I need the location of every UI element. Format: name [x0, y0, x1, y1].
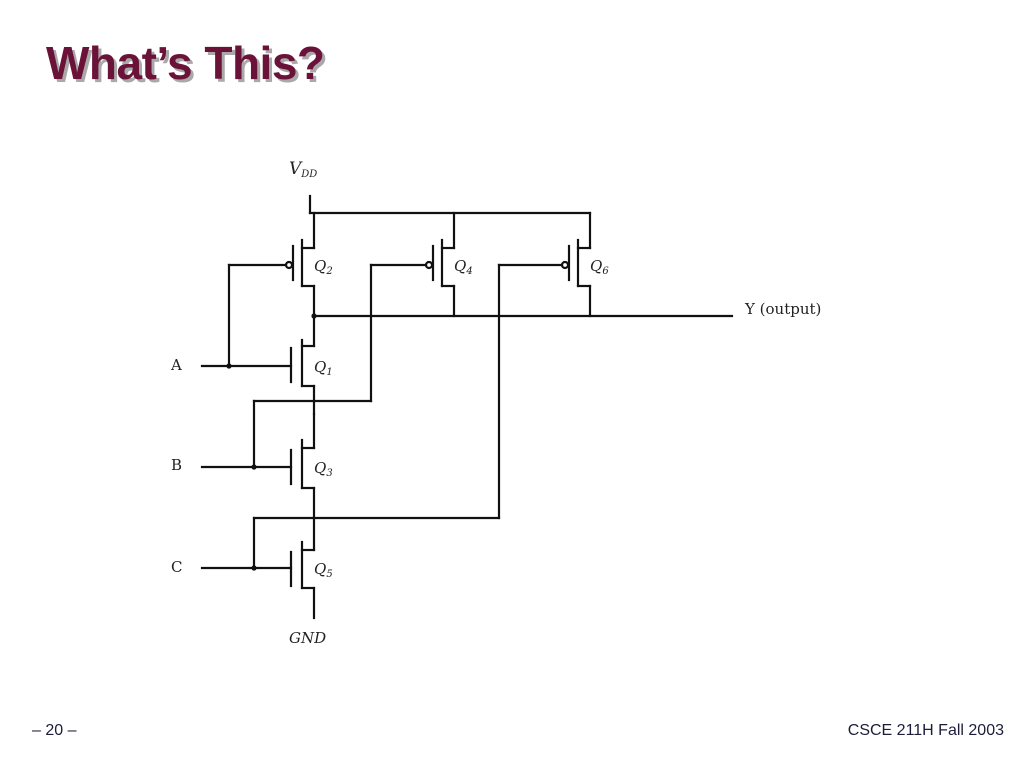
slide-title: What’s This?	[46, 37, 325, 89]
junction-dot	[251, 464, 257, 470]
output-label: Y (output)	[744, 300, 821, 318]
input-c-label: C	[171, 558, 182, 576]
transistor-q5	[200, 516, 316, 620]
q5-label: Q5	[314, 560, 333, 580]
q3-label: Q3	[314, 459, 333, 479]
junction-dot	[226, 363, 232, 369]
vdd-label: VDD	[289, 159, 317, 180]
transistor-q4	[369, 211, 456, 318]
page-number: – 20 –	[32, 722, 77, 739]
junction-dot	[311, 313, 317, 319]
q2-label: Q2	[314, 257, 333, 277]
transistor-q1	[200, 314, 316, 416]
q4-label: Q4	[454, 257, 473, 277]
q6-label: Q6	[590, 257, 609, 277]
ground-label: GND	[289, 629, 326, 647]
transistor-q3	[200, 412, 316, 520]
transistor-q6	[497, 211, 592, 318]
q1-label: Q1	[314, 358, 333, 378]
input-b-label: B	[171, 456, 182, 474]
course-label: CSCE 211H Fall 2003	[847, 722, 1004, 739]
junction-dot	[251, 565, 257, 571]
input-a-label: A	[170, 356, 182, 374]
transistor-q2	[227, 211, 316, 318]
